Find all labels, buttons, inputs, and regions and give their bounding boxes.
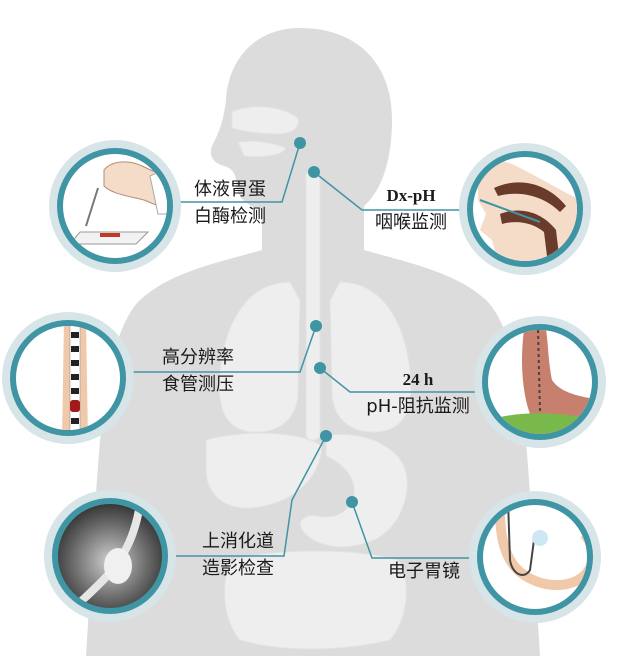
label-ph-impedance-line1: 24 h [356,366,480,393]
label-hrm-line1: 高分辨率 [146,344,250,371]
label-dx-ph-line1: Dx-pH [356,182,466,209]
esophageal-manometry-icon [2,312,134,444]
label-gastroscopy-line1: 电子胃镜 [372,558,476,585]
label-gastroscopy: 电子胃镜 [372,558,476,585]
label-hrm-line2: 食管测压 [146,371,250,398]
label-gastric-pepsin: 体液胃蛋 白酶检测 [178,176,282,230]
label-hrm: 高分辨率 食管测压 [146,344,250,398]
label-ph-impedance: 24 h pH-阻抗监测 [356,366,480,420]
label-gi-series: 上消化道 造影检查 [186,528,290,582]
label-ph-impedance-line2: pH-阻抗监测 [356,393,480,420]
gastroscope-icon [469,491,601,623]
label-gastric-pepsin-line1: 体液胃蛋 [178,176,282,203]
saliva-test-icon [49,140,181,272]
label-dx-ph: Dx-pH 咽喉监测 [356,182,466,236]
barium-swallow-icon [44,490,176,622]
label-gi-series-line1: 上消化道 [186,528,290,555]
pharynx-probe-icon [459,143,591,275]
label-gi-series-line2: 造影检查 [186,555,290,582]
label-gastric-pepsin-line2: 白酶检测 [178,203,282,230]
label-dx-ph-line2: 咽喉监测 [356,209,466,236]
